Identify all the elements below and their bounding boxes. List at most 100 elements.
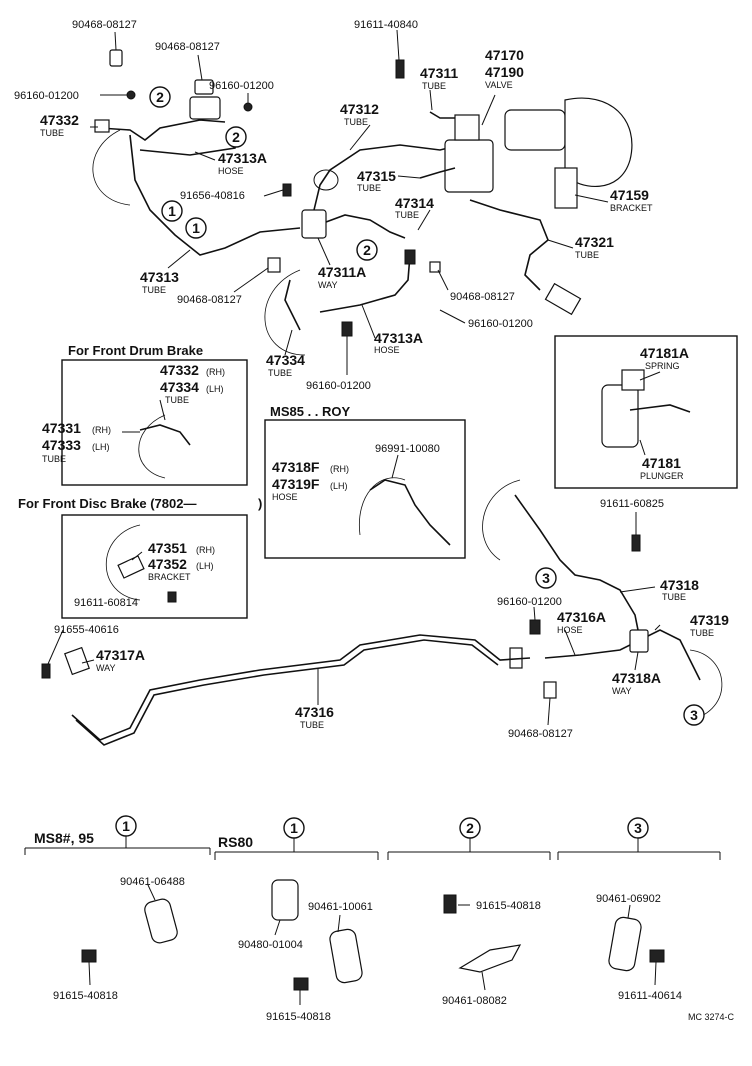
label-47312-type: TUBE [344, 117, 368, 127]
label-91611-60825: 91611-60825 [600, 498, 664, 510]
drum-lh: (LH) [206, 384, 224, 394]
label-47159-type: BRACKET [610, 203, 653, 213]
bolt-91615-40818-a [81, 949, 97, 963]
label-91656-40816: 91656-40816 [180, 190, 245, 202]
legend-circle-one-b [283, 817, 305, 839]
label-47311: 47311 [420, 65, 458, 81]
tube-47312 [313, 144, 461, 211]
label-47312: 47312 [340, 101, 379, 117]
clamp-90461-10061 [329, 928, 363, 984]
clamp-90480-01004 [271, 879, 299, 921]
label-47316A: 47316A [557, 609, 606, 625]
tube-47311 [429, 111, 455, 119]
label-47311A-type: WAY [318, 280, 338, 290]
clamp-90468-a [109, 49, 123, 67]
label-90468-08127-rear: 90468-08127 [508, 728, 573, 740]
disc-box-close: ) [258, 496, 262, 511]
label-47315-type: TUBE [357, 183, 381, 193]
circle-one-a-label: 1 [168, 203, 176, 219]
disc-47351: 47351 [148, 540, 187, 556]
label-47190: 47190 [485, 64, 524, 80]
ms85-title: MS85 . . ROY [270, 404, 351, 419]
junction-block-left [189, 96, 221, 120]
drum-rh2: (RH) [92, 425, 111, 435]
label-47313A: 47313A [218, 150, 267, 166]
label-96160-01200-b: 96160-01200 [209, 80, 274, 92]
bracket-47159 [554, 167, 578, 209]
clamp-90461-06488 [144, 898, 178, 944]
tube-47319 [639, 629, 701, 681]
brake-booster [564, 97, 633, 187]
label-47334-type: TUBE [268, 368, 292, 378]
label-47318: 47318 [660, 577, 699, 593]
legend-circle-one-a-label: 1 [122, 818, 130, 834]
way-47311A [301, 209, 327, 239]
label-47321-type: TUBE [575, 250, 599, 260]
legend-circle-three-label: 3 [634, 820, 642, 836]
label-47314-type: TUBE [395, 210, 419, 220]
clamp-90461-06902 [608, 916, 642, 972]
circle-two-c [356, 239, 378, 261]
legend-91615-40818-b: 91615-40818 [266, 1011, 331, 1023]
front-brake-lines [92, 49, 633, 356]
label-47181: 47181 [642, 455, 681, 471]
disc-91611-60814: 91611-60814 [74, 597, 138, 609]
label-47315: 47315 [357, 168, 396, 184]
circle-two-b-label: 2 [232, 129, 240, 145]
ms85-hose [369, 479, 451, 546]
plunger-box-frame [554, 335, 738, 489]
right-backing-plate [264, 269, 306, 356]
label-47159: 47159 [610, 187, 649, 203]
ms85-47319F: 47319F [272, 476, 320, 492]
disc-47352: 47352 [148, 556, 187, 572]
legend-circle-one-b-label: 1 [290, 820, 298, 836]
drum-47334: 47334 [160, 379, 199, 395]
label-47313: 47313 [140, 269, 179, 285]
clamp-90468-d [429, 261, 441, 273]
drum-47332: 47332 [160, 362, 199, 378]
valve-top [454, 114, 480, 141]
drum-tube2-label: TUBE [42, 454, 66, 464]
label-47317A-type: WAY [96, 663, 116, 673]
clamp-90461-08082 [458, 944, 522, 973]
drum-plate [138, 414, 166, 479]
hose-47316A [544, 639, 641, 659]
label-valve: VALVE [485, 80, 513, 90]
label-47332: 47332 [40, 112, 79, 128]
drum-47331: 47331 [42, 420, 81, 436]
label-47317A: 47317A [96, 647, 145, 663]
fitting-47332 [94, 119, 110, 133]
ms85-96991-10080: 96991-10080 [375, 443, 440, 455]
label-90468-08127-b: 90468-08127 [155, 41, 220, 53]
circle-three-a [535, 567, 557, 589]
label-plunger: PLUNGER [640, 471, 684, 481]
figure-code: MC 3274-C [688, 1012, 735, 1022]
circle-two-a-label: 2 [156, 89, 164, 105]
label-47316A-type: HOSE [557, 625, 583, 635]
ms85-box-frame [264, 419, 466, 559]
label-47313A-type: HOSE [218, 166, 244, 176]
label-47318A: 47318A [612, 670, 661, 686]
legend-circle-three [627, 817, 649, 839]
tube-coil [313, 169, 339, 191]
nut-96160-a [126, 90, 136, 100]
tube-47314 [325, 214, 406, 239]
tube-47316-parallel [75, 639, 499, 746]
label-96160-01200-d: 96160-01200 [306, 380, 371, 392]
legend-91615-40818-c: 91615-40818 [476, 900, 541, 912]
label-47311A: 47311A [318, 264, 366, 280]
label-47318A-type: WAY [612, 686, 632, 696]
label-91655-40616: 91655-40616 [54, 624, 119, 636]
rear-drum-upper [482, 479, 521, 561]
plunger-rod [629, 404, 691, 413]
legend-rs-label: RS80 [218, 834, 253, 850]
legend-90461-06488: 90461-06488 [120, 876, 185, 888]
circle-one-b [185, 217, 207, 239]
tube-47334 [284, 279, 301, 331]
ms85-47318F: 47318F [272, 459, 320, 475]
circle-one-a [161, 200, 183, 222]
label-90468-08127-a: 90468-08127 [72, 19, 137, 31]
drum-box-title: For Front Drum Brake [68, 343, 203, 358]
label-90468-08127-d: 90468-08127 [450, 291, 515, 303]
